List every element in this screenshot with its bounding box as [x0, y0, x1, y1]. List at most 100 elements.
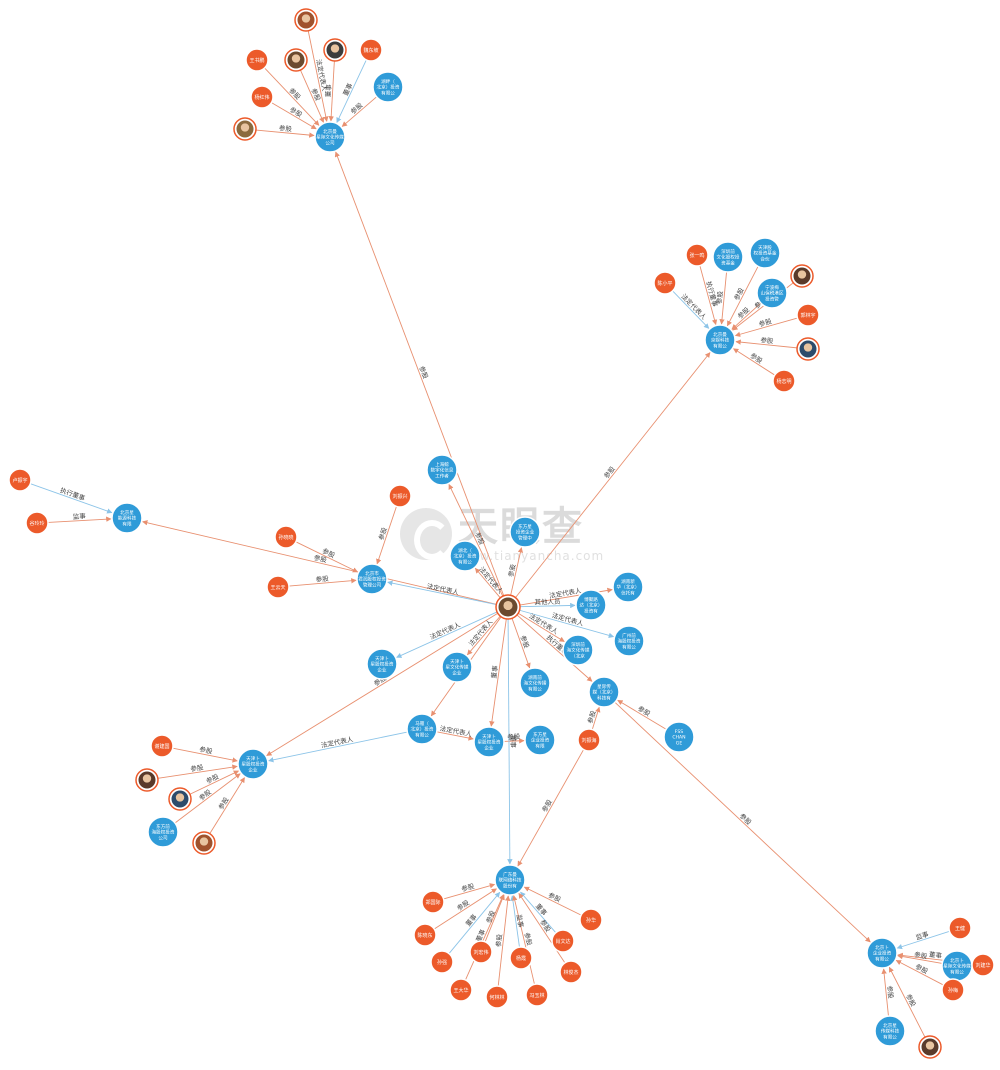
company-node-c_sw[interactable]: 天津卜星股权投资企业 [237, 748, 269, 780]
edge-c_se_b-c_se [881, 968, 889, 1017]
company-node-c_l5[interactable]: 湖南前海文化传播有限公 [519, 667, 551, 699]
person-node-p_s4[interactable]: 王大华 [449, 978, 473, 1002]
person-node-p_ne3[interactable]: 郭林宇 [796, 303, 820, 327]
person-circle [413, 923, 437, 947]
company-circle [613, 625, 645, 657]
node-label: 张一鸣 [689, 252, 704, 259]
person-node-ph_top4[interactable] [233, 117, 257, 141]
person-node-ph_ne1[interactable] [790, 264, 814, 288]
edge-center-c_l2 [467, 615, 501, 656]
person-node-ph_sw2[interactable] [168, 787, 192, 811]
edge-label: 法定代表人 [477, 565, 505, 596]
company-node-c_w[interactable]: 北京星能源科技有限 [111, 502, 143, 534]
person-node-p_ne2[interactable]: 陈小平 [653, 271, 677, 295]
company-node-c_se_b[interactable]: 北京星传媒科技有限公 [874, 1015, 906, 1047]
person-node-center[interactable] [495, 594, 521, 620]
edge-c_r6-c_r5 [617, 699, 667, 730]
person-node-p_se2[interactable]: 刘建华 [971, 953, 995, 977]
edge-ph_ne2-c_ne [735, 339, 798, 349]
edge-c_ne_b-c_ne [726, 266, 759, 327]
person-node-p_w1[interactable]: 卢振宇 [8, 468, 32, 492]
person-node-ph_top2[interactable] [284, 48, 308, 72]
edge-label: 监事 [914, 929, 930, 942]
node-label: 王健 [955, 925, 965, 932]
company-node-c_r1[interactable]: 湖南新华（北京）信托有 [612, 571, 644, 603]
company-node-c_mid2[interactable]: 上海鲸数字化信息工作者 [426, 454, 458, 486]
person-node-ph_sw3[interactable] [192, 831, 216, 855]
node-label: 北京卜星际文化传媒有限公 [943, 957, 971, 976]
person-node-p_top3[interactable]: 魏东坡 [359, 38, 383, 62]
company-node-c_top_a[interactable]: 湖畔（北京）投资有限公 [372, 71, 404, 103]
person-node-p_mid3[interactable]: 刘振兴 [388, 484, 412, 508]
person-circle [577, 728, 601, 752]
person-node-p_mid2[interactable]: 王云天 [266, 575, 290, 599]
company-node-c_ne_b[interactable]: 天津股权投资基金合伙 [749, 237, 781, 269]
person-node-p_se3[interactable]: 孙梅 [941, 978, 965, 1002]
company-node-c_se_a[interactable]: 北京卜星际文化传媒有限公 [941, 950, 973, 982]
person-node-p_s1[interactable]: 郑国际 [421, 890, 445, 914]
company-node-c_l4[interactable]: 天津卜星股权投资企业 [473, 726, 505, 758]
company-node-c_l2[interactable]: 天津卜星文化传媒企业 [441, 651, 473, 683]
company-node-c_se[interactable]: 北京卜企业投资有限公 [866, 937, 898, 969]
company-node-c_l1[interactable]: 天津卜星股权投资企业 [366, 648, 398, 680]
person-node-p_ne4[interactable]: 杨志明 [772, 369, 796, 393]
person-node-p_s10[interactable]: 林俊杰 [559, 960, 583, 984]
edge-label: 法定代表人 [679, 292, 708, 322]
edge-ph_sw3-c_sw [209, 777, 245, 834]
edge-center-c_r2 [519, 602, 576, 609]
company-node-c_ne_c[interactable]: 宁波梅山保税港区投资管 [756, 277, 788, 309]
company-node-c_mid3[interactable]: 湖北（北京）投资有限公 [449, 540, 481, 572]
edge-c_l3-c_sw [268, 731, 408, 763]
person-node-p_s6[interactable]: 何林林 [485, 985, 509, 1009]
company-node-c_sw_a[interactable]: 东方前海股权投资公司 [147, 816, 179, 848]
person-node-ph_sw1[interactable] [135, 768, 159, 792]
person-circle [449, 978, 473, 1002]
person-node-p_s5[interactable]: 刘宏伟 [469, 940, 493, 964]
company-node-c_s[interactable]: 广东曼联网络科技股份有 [494, 864, 526, 896]
person-node-p_top2[interactable]: 杨红伟 [250, 85, 274, 109]
person-node-p_ne1[interactable]: 张一鸣 [685, 243, 709, 267]
company-node-c_ne[interactable]: 北京曼京娱科技有限公 [704, 324, 736, 356]
node-label: 郭林宇 [800, 312, 815, 319]
edge-p_mid3-c_mid1 [376, 506, 397, 565]
company-node-c_r4[interactable]: 广州前海股权投资有限公 [613, 625, 645, 657]
company-node-c_ne_a[interactable]: 深圳前文化股权投资基金 [712, 241, 744, 273]
company-node-c_mid4[interactable]: 东方星投资企业管理中 [509, 516, 541, 548]
company-node-c_l3[interactable]: 马雁（北京）投资有限公 [406, 713, 438, 745]
company-node-c_r5[interactable]: 星际传媒（北京）科技有 [588, 676, 620, 708]
company-node-c_top[interactable]: 北京曼星际文化传媒公司 [314, 121, 346, 153]
person-node-ph_top3[interactable] [323, 38, 347, 62]
person-node-p_top1[interactable]: 王书鹏 [245, 48, 269, 72]
edge-ph_top3-c_top [328, 60, 335, 122]
company-node-c_l6[interactable]: 东方星企业投资有限 [524, 724, 556, 756]
person-node-p_r1[interactable]: 刘振海 [577, 728, 601, 752]
node-label: 北京曼星际文化传媒公司 [316, 128, 344, 147]
person-node-p_s3[interactable]: 孙强 [430, 950, 454, 974]
person-node-p_s9[interactable]: 肖文达 [551, 929, 575, 953]
person-node-ph_se1[interactable] [918, 1035, 942, 1059]
company-node-c_r3[interactable]: 深圳前海文化传媒（北京 [562, 634, 594, 666]
edge-label: 董事 [463, 912, 479, 928]
person-node-p_s2[interactable]: 陈晓东 [413, 923, 437, 947]
edge-ph_se1-c_se [888, 966, 926, 1038]
company-node-c_r2[interactable]: 博聚路达（北京）投资有 [575, 589, 607, 621]
edge-p_w2-c_w [47, 516, 112, 523]
edge-p_top2-c_top [271, 102, 317, 130]
person-node-ph_ne2[interactable] [796, 337, 820, 361]
company-circle [147, 816, 179, 848]
edge-p_top1-c_top [264, 67, 320, 126]
company-node-c_mid1[interactable]: 北京市君润股权投资管理公司 [356, 563, 388, 595]
person-node-p_w2[interactable]: 谷玲玲 [25, 511, 49, 535]
person-node-p_s11[interactable]: 孙华 [579, 908, 603, 932]
person-node-p_se1[interactable]: 王健 [948, 916, 972, 940]
person-node-ph_top1[interactable] [294, 8, 318, 32]
person-node-p_s8[interactable]: 冯玉林 [525, 983, 549, 1007]
edge-center-c_l5 [511, 618, 531, 669]
person-node-p_mid1[interactable]: 孙晓晓 [274, 525, 298, 549]
person-node-p_sw1[interactable]: 谢建国 [150, 734, 174, 758]
person-node-p_s7[interactable]: 杨霞 [509, 946, 533, 970]
edge-center-c_mid4 [510, 547, 524, 596]
company-circle [426, 454, 458, 486]
